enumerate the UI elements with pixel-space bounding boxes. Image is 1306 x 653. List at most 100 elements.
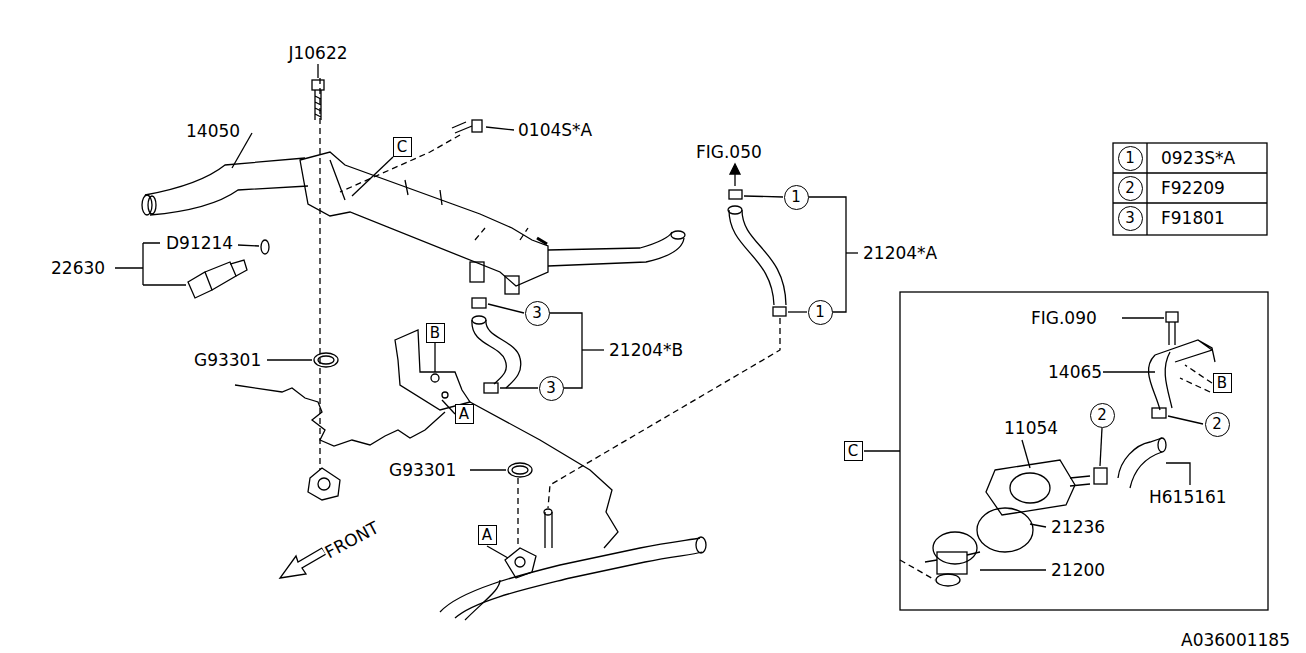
water-pipe-illustration xyxy=(548,232,672,250)
bolt xyxy=(452,122,472,133)
hose xyxy=(472,190,786,393)
thermostat-parts xyxy=(1118,438,1162,488)
bolt xyxy=(315,90,321,120)
leader-line xyxy=(1122,317,1164,318)
gasket xyxy=(314,353,338,367)
lower-water-pipe xyxy=(465,580,500,620)
part-label: D91214 xyxy=(165,234,234,253)
leader-line xyxy=(1100,371,1155,372)
part-label: G93301 xyxy=(388,461,457,480)
thermostat-parts xyxy=(1149,340,1215,410)
thermostat-parts xyxy=(933,532,977,564)
thermostat-parts xyxy=(1152,408,1166,418)
part-label: F91801 xyxy=(1160,209,1226,228)
leader-line xyxy=(744,196,783,197)
callout-circle: 3 xyxy=(539,376,564,401)
lower-water-pipe xyxy=(545,512,552,548)
dashed-line xyxy=(1180,378,1210,392)
thermostat-parts xyxy=(1094,468,1107,484)
dashed-line xyxy=(319,78,320,470)
thermostat-parts xyxy=(925,552,980,562)
water-pipe-illustration xyxy=(470,262,484,282)
gasket xyxy=(512,466,528,474)
part-label: FRONT xyxy=(321,518,383,563)
water-pipe-illustration xyxy=(142,195,152,215)
callout-number: 3 xyxy=(532,306,542,321)
lower-water-pipe xyxy=(455,552,702,618)
temperature-sensor xyxy=(188,272,212,298)
callout-number: A xyxy=(459,407,469,422)
part-label: J10622 xyxy=(287,44,348,63)
dashed-line xyxy=(320,78,1212,580)
lower-water-pipe xyxy=(440,538,700,612)
callout-circle: 2 xyxy=(1118,176,1143,201)
leader-line xyxy=(487,546,508,558)
leader-line xyxy=(500,387,538,388)
part-label: G93301 xyxy=(193,351,262,370)
hose xyxy=(472,298,486,308)
temperature-sensor xyxy=(230,260,247,276)
front-arrow xyxy=(280,548,326,578)
part-label: 21204*A xyxy=(862,244,938,263)
reference-box: C xyxy=(844,441,863,461)
bolt xyxy=(1169,322,1175,345)
hose xyxy=(773,307,786,316)
callout-number: 1 xyxy=(1125,151,1135,166)
part-label: H615161 xyxy=(1148,488,1228,507)
water-pipe-illustration xyxy=(537,238,547,244)
callout-number: B xyxy=(1217,376,1227,391)
lower-water-pipe xyxy=(696,537,706,553)
hose xyxy=(472,320,521,388)
part-label: FIG.050 xyxy=(695,143,763,162)
leader-line xyxy=(486,127,514,130)
reference-box: A xyxy=(455,404,474,424)
callout-circle: 3 xyxy=(525,301,550,326)
callout-circle: 1 xyxy=(1118,146,1143,171)
water-pipe-illustration xyxy=(671,231,685,239)
leader-line xyxy=(488,304,524,313)
water-pipe-illustration xyxy=(330,160,442,205)
water-pipe-illustration xyxy=(548,238,684,266)
leader-line xyxy=(1168,416,1203,424)
callout-number: C xyxy=(397,140,407,155)
callout-circle: 2 xyxy=(1090,403,1115,428)
dashed-line xyxy=(517,478,518,545)
callout-number: 2 xyxy=(1125,181,1135,196)
front-arrow xyxy=(280,548,326,578)
inset-frame xyxy=(900,292,1268,610)
hose xyxy=(729,210,786,305)
bracket-plate xyxy=(431,374,439,382)
part-label: 21204*B xyxy=(608,341,684,360)
leader-line xyxy=(267,359,312,360)
thermostat-parts xyxy=(937,552,967,574)
lower-water-pipe xyxy=(440,509,706,620)
part-label: A036001185 xyxy=(1180,631,1291,650)
leader-line xyxy=(434,343,435,372)
thermostat-parts xyxy=(1070,476,1090,486)
leader-line xyxy=(1166,463,1190,485)
bolt xyxy=(312,80,1178,345)
part-label: 14050 xyxy=(185,122,241,141)
water-pipe-illustration xyxy=(148,196,156,214)
dashed-line xyxy=(340,135,460,192)
engine-outline xyxy=(515,557,525,567)
lower-water-pipe xyxy=(544,509,552,515)
reference-box: A xyxy=(478,525,497,545)
temperature-sensor xyxy=(205,262,236,290)
bolt xyxy=(312,80,324,90)
thermostat-parts xyxy=(936,574,960,586)
leader-line xyxy=(115,64,1203,570)
callout-number: A xyxy=(482,528,492,543)
dashed-line xyxy=(1185,365,1212,383)
engine-outline xyxy=(235,385,618,578)
table-grid xyxy=(1113,202,1267,203)
reference-box: B xyxy=(426,323,445,343)
temperature-sensor xyxy=(261,240,269,254)
leader-line xyxy=(1100,428,1102,466)
reference-box: C xyxy=(393,137,412,157)
callout-number: B xyxy=(430,326,440,341)
part-label: 11054 xyxy=(1003,419,1059,438)
